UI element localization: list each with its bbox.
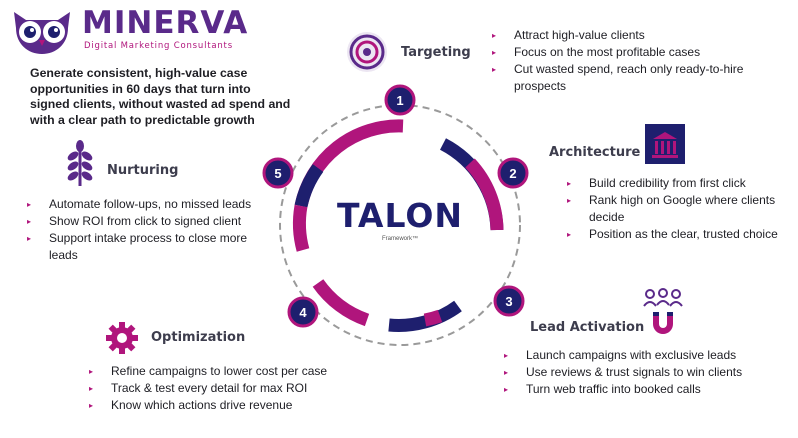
segment-3-arc: [388, 300, 462, 332]
center-title: TALON: [336, 196, 463, 235]
list-item: Automate follow-ups, no missed leads: [24, 196, 269, 213]
segment-5-arc: [292, 204, 310, 252]
stage-3-bullets: Launch campaigns with exclusive leads Us…: [501, 347, 791, 398]
list-item: Attract high-value clients: [489, 27, 789, 44]
badge-3-number: 3: [505, 294, 512, 309]
stage-1-title: Targeting: [401, 45, 471, 60]
building-icon: [645, 124, 685, 164]
magnet-people-icon: [643, 288, 683, 334]
stage-3-title: Lead Activation: [530, 320, 645, 335]
badge-3: [493, 285, 525, 317]
list-item: Rank high on Google where clients decide: [564, 192, 794, 226]
stage-2-bullets: Build credibility from first click Rank …: [564, 175, 794, 243]
badge-5: [262, 157, 294, 189]
badge-2: [497, 157, 529, 189]
list-item: Support intake process to close more lea…: [24, 230, 269, 264]
segment-4-arc: [312, 279, 370, 327]
badge-1: [384, 84, 416, 116]
list-item: Show ROI from click to signed client: [24, 213, 269, 230]
stage-4-bullets: Refine campaigns to lower cost per case …: [86, 363, 376, 414]
intro-text: Generate consistent, high-value case opp…: [30, 66, 291, 127]
center-subtitle: Framework™: [381, 236, 418, 242]
list-item: Refine campaigns to lower cost per case: [86, 363, 376, 380]
list-item: Build credibility from first click: [564, 175, 794, 192]
stage-5-title: Nurturing: [107, 163, 179, 178]
owl-logo-icon: [14, 12, 70, 54]
list-item: Focus on the most profitable cases: [489, 44, 789, 61]
badge-5-number: 5: [274, 166, 281, 181]
segment-3-arc-magenta: [423, 309, 443, 327]
list-item: Track & test every detail for max ROI: [86, 380, 376, 397]
segment-2-arc-magenta: [465, 158, 504, 231]
list-item: Use reviews & trust signals to win clien…: [501, 364, 791, 381]
stage-1-bullets: Attract high-value clients Focus on the …: [489, 27, 789, 95]
badge-1-number: 1: [396, 93, 403, 108]
segment-1-arc-navy: [294, 164, 324, 208]
gear-icon: [106, 322, 138, 354]
list-item: Know which actions drive revenue: [86, 397, 376, 414]
list-item: Cut wasted spend, reach only ready-to-hi…: [489, 61, 789, 95]
stage-4-title: Optimization: [151, 330, 246, 345]
plant-icon: [67, 140, 93, 186]
badge-4-number: 4: [299, 305, 307, 320]
brand-name: MINERVA: [82, 5, 249, 41]
badge-4: [287, 296, 319, 328]
badge-2-number: 2: [509, 166, 516, 181]
list-item: Position as the clear, trusted choice: [564, 226, 794, 243]
list-item: Launch campaigns with exclusive leads: [501, 347, 791, 364]
list-item: Turn web traffic into booked calls: [501, 381, 791, 398]
brand-tagline: Digital Marketing Consultants: [84, 41, 233, 51]
stage-2-title: Architecture: [549, 145, 641, 160]
target-icon: [347, 32, 387, 72]
stage-5-bullets: Automate follow-ups, no missed leads Sho…: [24, 196, 269, 264]
